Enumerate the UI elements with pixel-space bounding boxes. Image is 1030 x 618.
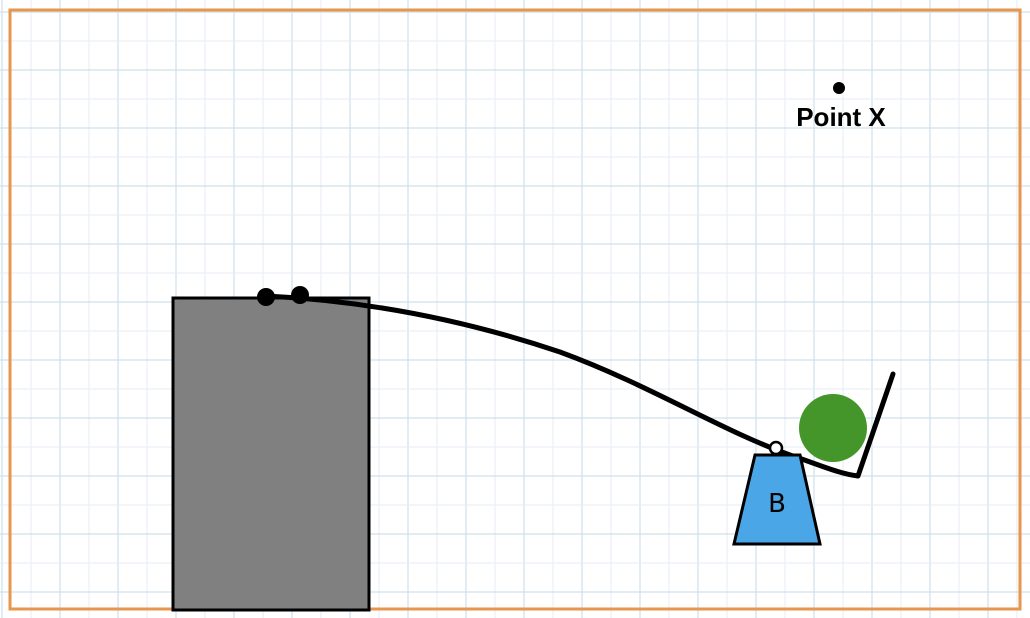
outer-frame [8, 8, 1022, 611]
point-x-dot [833, 82, 845, 94]
dot-right [291, 286, 309, 304]
weight-hook [768, 440, 784, 456]
weight-b [732, 453, 822, 546]
weight-b-label: B [768, 489, 786, 519]
curved-track-line [263, 293, 896, 479]
dot-left [257, 288, 275, 306]
green-ball [799, 394, 867, 462]
point-x-label: Point X [796, 102, 886, 132]
gray-block [171, 296, 371, 612]
